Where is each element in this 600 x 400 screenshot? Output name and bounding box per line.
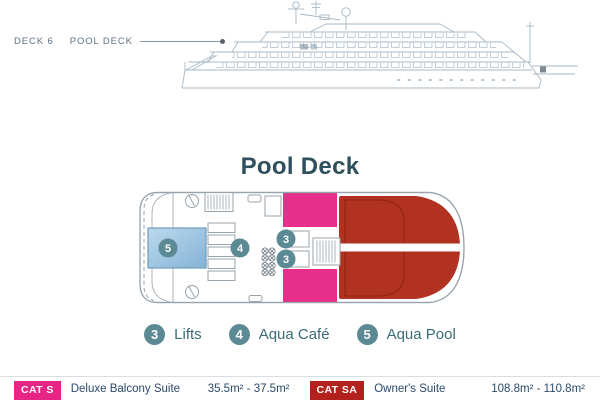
svg-text:4: 4 bbox=[237, 243, 244, 255]
stern-dashed-line bbox=[143, 194, 155, 301]
cat-s-badge: CAT S bbox=[14, 381, 61, 400]
marker-lift-a: 3 bbox=[276, 229, 296, 249]
owners-suite-wall bbox=[344, 199, 405, 297]
corridor bbox=[334, 243, 460, 252]
aqua-pool-area bbox=[147, 227, 207, 269]
ship-profile-illustration bbox=[181, 1, 578, 89]
cafe-counters bbox=[207, 222, 236, 281]
legend-item-aqua-pool: 5 Aqua Pool bbox=[356, 324, 456, 345]
svg-text:3: 3 bbox=[283, 234, 289, 246]
legend-label: Aqua Pool bbox=[386, 326, 456, 343]
suite-name: Owner's Suite bbox=[374, 382, 446, 395]
deck-outline-stroke bbox=[139, 191, 465, 304]
legend-label: Lifts bbox=[174, 326, 202, 343]
page-title: Pool Deck bbox=[240, 153, 360, 180]
category-cat-sa: CAT SA Owner's Suite 108.8m² - 110.8m² bbox=[305, 377, 600, 400]
legend-item-lifts: 3 Lifts bbox=[144, 324, 202, 345]
suite-size: 35.5m² - 37.5m² bbox=[207, 382, 290, 395]
ship-windows bbox=[216, 32, 546, 81]
legend-label: Aqua Café bbox=[258, 326, 330, 343]
deck-plan-diagram: 5 4 3 3 bbox=[139, 191, 465, 304]
marker-aqua-pool: 5 bbox=[158, 238, 178, 258]
category-bar: CAT S Deluxe Balcony Suite 35.5m² - 37.5… bbox=[0, 376, 600, 400]
leader-dot bbox=[220, 39, 225, 44]
legend-item-aqua-cafe: 4 Aqua Café bbox=[228, 324, 330, 345]
cat-sa-badge: CAT SA bbox=[309, 381, 365, 400]
legend-number-badge: 3 bbox=[144, 324, 166, 345]
deck-name-label: POOL DECK bbox=[69, 36, 133, 47]
legend: 3 Lifts 4 Aqua Café 5 Aqua Pool bbox=[0, 324, 600, 345]
deck-hatch-bottom bbox=[248, 295, 263, 302]
stairs-top bbox=[204, 192, 234, 212]
svg-text:5: 5 bbox=[165, 243, 171, 255]
marker-lift-b: 3 bbox=[276, 249, 296, 269]
deck-hatch-top bbox=[247, 194, 262, 203]
pantry-room bbox=[264, 195, 282, 217]
suite-size: 108.8m² - 110.8m² bbox=[491, 382, 585, 395]
marker-aqua-cafe: 4 bbox=[230, 238, 250, 258]
leader-line bbox=[140, 41, 220, 42]
svg-text:3: 3 bbox=[283, 254, 289, 266]
legend-number-badge: 5 bbox=[356, 324, 378, 345]
legend-number-badge: 4 bbox=[228, 324, 250, 345]
stairs-mid bbox=[312, 237, 341, 266]
category-cat-s: CAT S Deluxe Balcony Suite 35.5m² - 37.5… bbox=[0, 377, 305, 400]
deck-number-label: DECK 6 bbox=[14, 36, 54, 47]
deck-header: DECK 6 POOL DECK bbox=[14, 36, 133, 47]
door-icon bbox=[185, 194, 199, 299]
suite-name: Deluxe Balcony Suite bbox=[70, 382, 181, 395]
